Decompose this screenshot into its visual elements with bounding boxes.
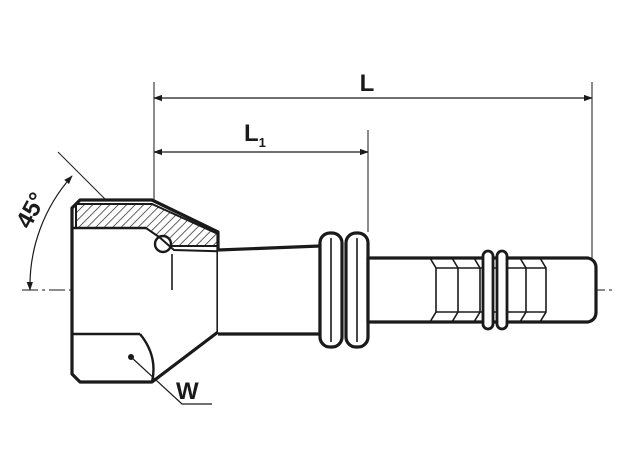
tail-serrations <box>429 257 547 323</box>
label-angle: 45° <box>11 188 52 233</box>
label-L1-subscript: 1 <box>259 135 266 150</box>
stem-tube <box>217 244 322 336</box>
angle-extension-line <box>57 151 109 203</box>
seal-ball <box>153 234 173 254</box>
serration-5 <box>539 257 547 323</box>
serration-3 <box>473 257 481 323</box>
label-L1-letter: L <box>244 120 259 147</box>
wrench-leader <box>130 356 212 405</box>
serration-1 <box>429 257 437 323</box>
angle-arc <box>26 175 73 291</box>
tail-ring-right <box>495 249 509 331</box>
tail-ring-left <box>481 249 495 331</box>
label-W: W <box>176 378 199 405</box>
serration-4 <box>519 257 527 323</box>
label-L: L <box>360 70 375 97</box>
label-L1: L1 <box>244 120 266 150</box>
serration-2 <box>451 257 459 323</box>
